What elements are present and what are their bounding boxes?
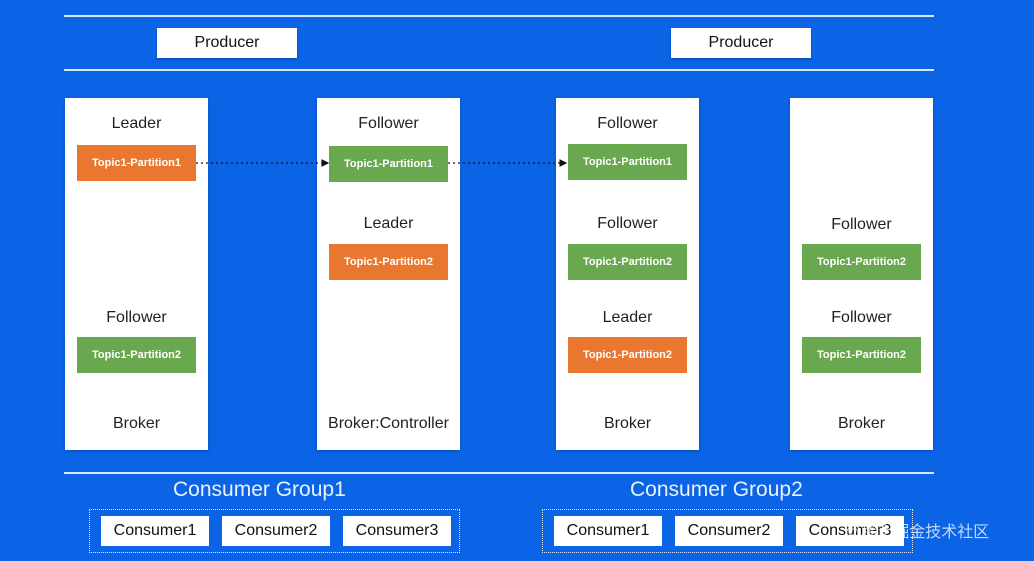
role-follower: Follower: [831, 309, 892, 326]
consumer-group-2: Consumer1 Consumer2 Consumer3: [542, 509, 913, 553]
producer-box-1: Producer: [157, 28, 297, 58]
role-follower: Follower: [597, 115, 658, 132]
watermark: @稀土掘金技术社区: [845, 524, 990, 541]
broker-3: Follower Topic1-Partition1 Follower Topi…: [556, 98, 699, 450]
consumer-box: Consumer3: [796, 516, 904, 546]
consumer-box: Consumer3: [343, 516, 451, 546]
partition-follower: Topic1-Partition2: [802, 337, 921, 373]
role-follower: Follower: [831, 216, 892, 233]
partition-leader: Topic1-Partition2: [568, 337, 687, 373]
broker-1: Leader Topic1-Partition1 Follower Topic1…: [65, 98, 208, 450]
consumer-divider: [64, 472, 934, 474]
role-leader: Leader: [363, 215, 414, 232]
top-divider: [64, 15, 934, 17]
role-follower: Follower: [597, 215, 658, 232]
partition-follower: Topic1-Partition1: [568, 144, 687, 180]
role-leader: Leader: [602, 309, 653, 326]
consumer-box: Consumer2: [222, 516, 330, 546]
partition-follower: Topic1-Partition2: [77, 337, 196, 373]
partition-follower: Topic1-Partition2: [802, 244, 921, 280]
broker-label: Broker:Controller: [328, 415, 449, 432]
broker-4: Follower Topic1-Partition2 Follower Topi…: [790, 98, 933, 450]
partition-follower: Topic1-Partition1: [329, 146, 448, 182]
producer-divider: [64, 69, 934, 71]
broker-controller: Follower Topic1-Partition1 Leader Topic1…: [317, 98, 460, 450]
consumer-box: Consumer2: [675, 516, 783, 546]
role-follower: Follower: [358, 115, 419, 132]
consumer-box: Consumer1: [101, 516, 209, 546]
partition-leader: Topic1-Partition1: [77, 145, 196, 181]
consumer-group-1-title: Consumer Group1: [173, 478, 346, 501]
partition-follower: Topic1-Partition2: [568, 244, 687, 280]
consumer-box: Consumer1: [554, 516, 662, 546]
producer-box-2: Producer: [671, 28, 811, 58]
role-follower: Follower: [106, 309, 167, 326]
consumer-group-2-title: Consumer Group2: [630, 478, 803, 501]
partition-leader: Topic1-Partition2: [329, 244, 448, 280]
role-leader: Leader: [111, 115, 162, 132]
consumer-group-1: Consumer1 Consumer2 Consumer3: [89, 509, 460, 553]
broker-label: Broker: [112, 415, 161, 432]
broker-label: Broker: [603, 415, 652, 432]
broker-label: Broker: [837, 415, 886, 432]
